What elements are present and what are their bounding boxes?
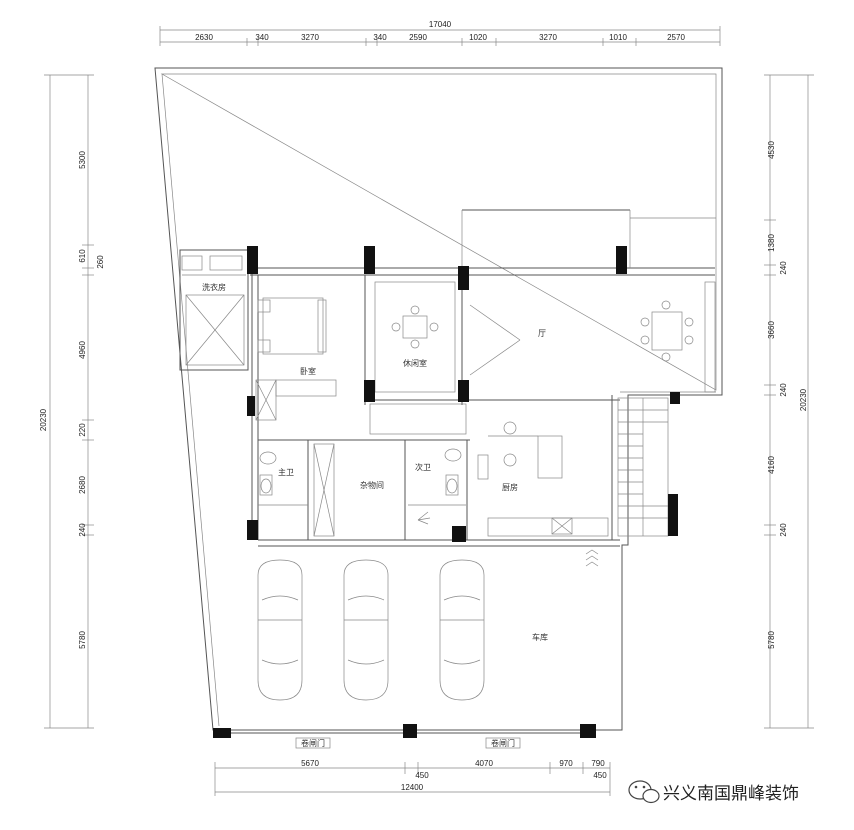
top-seg-label: 3270 [301, 33, 319, 42]
left-seg-label: 260 [96, 255, 105, 269]
right-seg-label: 3660 [767, 321, 776, 339]
bedroom: 卧室 [255, 297, 337, 421]
car-2 [343, 559, 389, 701]
right-dimensions: 20230 4530 1380 240 3660 240 4160 240 57… [764, 74, 814, 729]
bottom-dimensions: 5670 450 4070 970 790 450 12400 [214, 759, 611, 796]
site-boundary [154, 67, 723, 731]
top-seg-label: 2590 [409, 33, 427, 42]
left-seg-label: 220 [78, 423, 87, 437]
kitchen: 厨房 [477, 421, 609, 537]
left-seg-label: 2680 [78, 476, 87, 494]
shutter-door-right-label: 卷闸门 [491, 738, 515, 748]
left-seg-label: 4960 [78, 341, 87, 359]
bottom-seg-label: 5670 [301, 759, 319, 768]
top-seg-label: 340 [373, 33, 387, 42]
left-dimensions: 20230 5300 610 260 4960 220 2680 240 578… [39, 74, 105, 729]
bottom-seg-label: 970 [559, 759, 573, 768]
left-seg-label: 240 [78, 523, 87, 537]
second-bath: 次卫 [408, 448, 466, 525]
right-seg-label: 5780 [767, 631, 776, 649]
bottom-seg-label: 4070 [475, 759, 493, 768]
bottom-seg-label: 450 [593, 771, 607, 780]
room-label-tea-room: 休闲室 [403, 358, 427, 368]
room-label-garage: 车库 [532, 632, 548, 642]
right-total-label: 20230 [799, 388, 808, 411]
bottom-seg-label: 450 [415, 771, 429, 780]
right-seg-label: 240 [779, 523, 788, 537]
watermark: 兴义南国鼎峰装饰 [628, 780, 799, 804]
room-label-bedroom: 卧室 [300, 366, 316, 376]
top-seg-label: 2630 [195, 33, 213, 42]
staircase [585, 397, 669, 567]
right-seg-label: 240 [779, 261, 788, 275]
structural-columns [213, 246, 680, 738]
right-seg-label: 4530 [767, 141, 776, 159]
top-seg-label: 1020 [469, 33, 487, 42]
room-label-second-bath: 次卫 [415, 462, 431, 472]
top-seg-label: 2570 [667, 33, 685, 42]
top-seg-label: 1010 [609, 33, 627, 42]
watermark-text: 兴义南国鼎峰装饰 [663, 784, 799, 804]
room-label-master-bath: 主卫 [278, 467, 294, 477]
top-total-label: 17040 [429, 20, 452, 29]
car-1 [257, 559, 303, 701]
room-label-laundry: 洗衣房 [202, 282, 226, 292]
room-label-kitchen: 厨房 [502, 482, 518, 492]
living-hall: 厅 [469, 300, 694, 376]
right-seg-label: 4160 [767, 456, 776, 474]
left-seg-label: 5300 [78, 151, 87, 169]
garage: 车库 卷闸门 卷闸门 [231, 559, 580, 749]
top-seg-label: 3270 [539, 33, 557, 42]
car-3 [439, 559, 485, 701]
tea-room: 休闲室 [374, 281, 456, 393]
shutter-door-left-label: 卷闸门 [301, 738, 325, 748]
room-label-storage: 杂物间 [360, 480, 384, 490]
top-dimensions: 17040 2630 340 3270 340 2590 1020 3270 1… [159, 20, 721, 46]
bottom-total-label: 12400 [401, 783, 424, 792]
bottom-seg-label: 790 [591, 759, 605, 768]
room-label-living: 厅 [538, 329, 546, 338]
left-seg-label: 5780 [78, 631, 87, 649]
building-walls [250, 209, 716, 547]
right-seg-label: 240 [779, 383, 788, 397]
wechat-icon [628, 780, 660, 804]
laundry-room: 洗衣房 [179, 249, 249, 371]
right-seg-label: 1380 [767, 234, 776, 252]
master-bath: 主卫 [258, 451, 308, 506]
top-seg-label: 340 [255, 33, 269, 42]
left-seg-label: 610 [78, 249, 87, 263]
storage-room: 杂物间 [313, 443, 384, 537]
left-total-label: 20230 [39, 408, 48, 431]
